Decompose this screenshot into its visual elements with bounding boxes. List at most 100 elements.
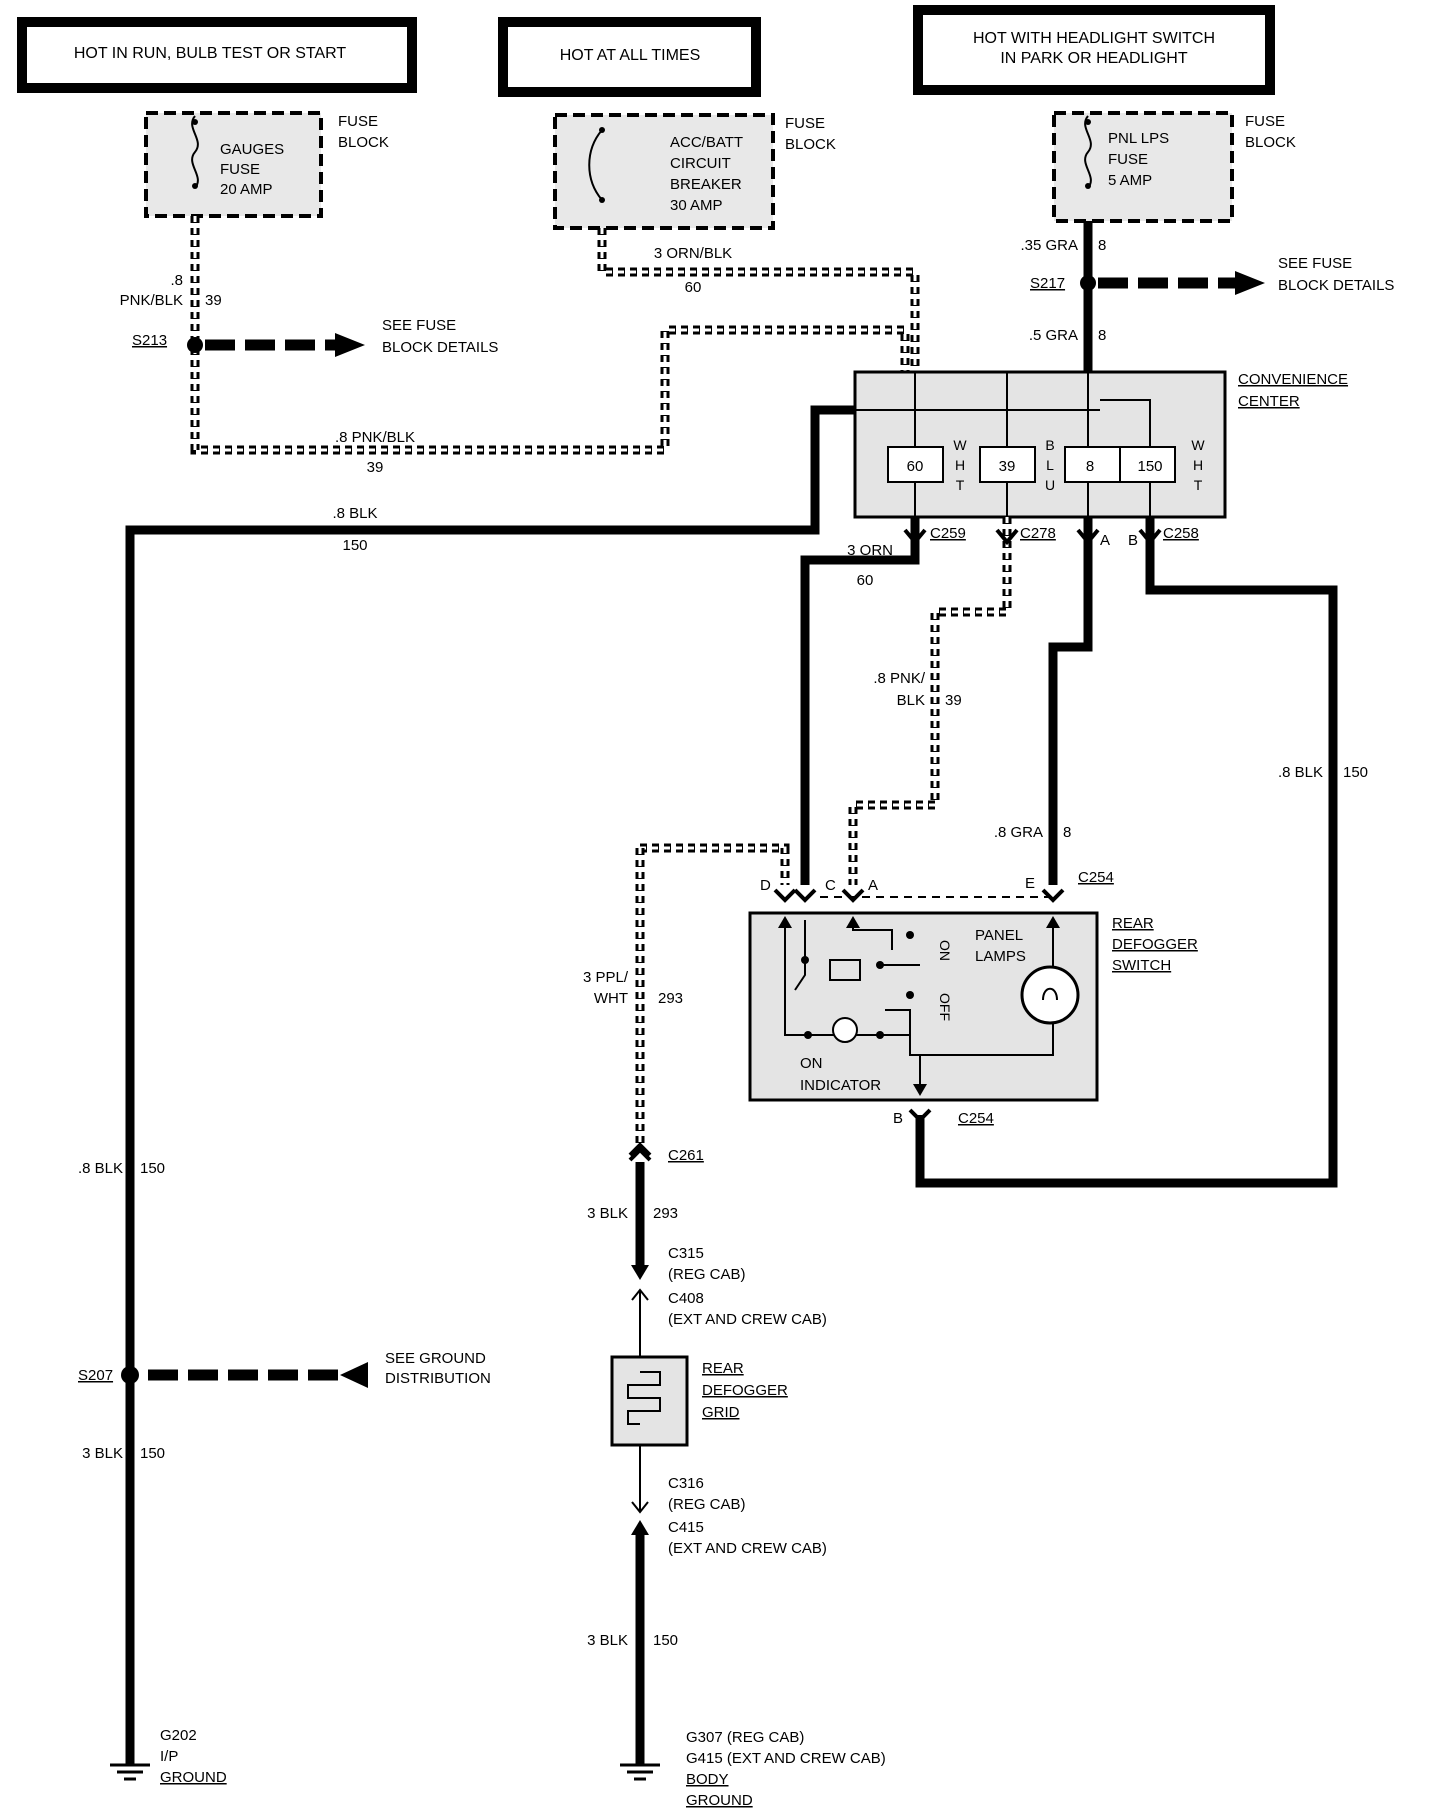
- w60-top-num: 60: [685, 279, 702, 296]
- w39-low-num: 39: [945, 692, 962, 709]
- header-headlight-line1: HOT WITH HEADLIGHT SWITCH: [973, 30, 1215, 47]
- w39-top-num: 39: [205, 292, 222, 309]
- arrow-down-icon: [631, 1501, 649, 1514]
- panel-lamps-1: PANEL: [975, 927, 1023, 944]
- w150-right: .8 BLK: [1278, 764, 1323, 781]
- header-box-run: [17, 17, 417, 93]
- switch-title-3: SWITCH: [1112, 957, 1171, 974]
- g202-ip: I/P: [160, 1748, 178, 1765]
- s213-label: S213: [132, 332, 167, 349]
- arrow-up-icon: [631, 1288, 649, 1301]
- switch-node-icon: [801, 956, 809, 964]
- header-box-all-times: [498, 17, 761, 97]
- convenience-title-2: CENTER: [1238, 393, 1300, 410]
- wire-150-blk-right: [915, 517, 1338, 1188]
- arrow-right-icon: [335, 333, 365, 357]
- cc-wht-1: W: [953, 437, 967, 453]
- c259-label: C259: [930, 525, 966, 542]
- cc-wht-3: T: [956, 477, 965, 493]
- c254-b-label: C254: [958, 1110, 994, 1127]
- switch-node-icon: [876, 961, 884, 969]
- cc-blu-3: U: [1045, 477, 1055, 493]
- s217-label: S217: [1030, 275, 1065, 292]
- c415-label: C415: [668, 1519, 704, 1536]
- w39-low-a: .8 PNK/: [873, 670, 926, 687]
- breaker-terminal-icon: [599, 127, 605, 133]
- pin-b: B: [893, 1110, 903, 1127]
- switch-on: ON: [937, 940, 953, 961]
- arrow-left-icon: [340, 1362, 368, 1388]
- c408-label: C408: [668, 1290, 704, 1307]
- g202-ground: GROUND: [160, 1769, 227, 1786]
- w150-left-num: 150: [140, 1160, 165, 1177]
- cc-internal-150: [1100, 399, 1151, 517]
- cc-wht2-3: T: [1194, 477, 1203, 493]
- splice-s207: [121, 1366, 139, 1384]
- arrow-right-icon: [1235, 271, 1265, 295]
- c316-label: C316: [668, 1475, 704, 1492]
- w293-blk-num: 293: [653, 1205, 678, 1222]
- w293-blk: 3 BLK: [587, 1205, 628, 1222]
- connector-chevron-icon: [903, 528, 1162, 546]
- w8-top-num: 8: [1098, 237, 1106, 254]
- wire-150-blk-left: [125, 405, 855, 1765]
- accbatt-line3: BREAKER: [670, 176, 742, 193]
- pin-d: D: [760, 877, 771, 894]
- cc-wht-2: H: [955, 457, 965, 473]
- g202-label: G202: [160, 1727, 197, 1744]
- arrow-up-icon: [846, 916, 860, 928]
- c258-pin-a: A: [1100, 532, 1110, 549]
- lamp-filament-icon: [1042, 987, 1058, 1001]
- breaker-symbol-icon: [588, 129, 603, 201]
- pin-c: C: [825, 877, 836, 894]
- wire-8-gra-low: [1048, 517, 1093, 885]
- grid-title-3: GRID: [702, 1404, 740, 1421]
- arrow-up-icon: [1046, 916, 1060, 928]
- wire-39-hatch: [193, 216, 907, 452]
- cc-wht2-1: W: [1191, 437, 1205, 453]
- s217-see-fuse-2: BLOCK DETAILS: [1278, 277, 1394, 294]
- cc-blu-1: B: [1045, 437, 1054, 453]
- wire-60-hatch: [600, 228, 917, 372]
- pnllps-line2: FUSE: [1108, 151, 1148, 168]
- rear-defogger-grid: [610, 1355, 689, 1447]
- accbatt-line1: ACC/BATT: [670, 134, 743, 151]
- w8-mid-num: 8: [1098, 327, 1106, 344]
- pnllps-line3: 5 AMP: [1108, 172, 1152, 189]
- on-indicator-2: INDICATOR: [800, 1077, 881, 1094]
- body-ground-label: GROUND: [686, 1792, 753, 1809]
- switch-node-icon: [906, 931, 914, 939]
- c316-sub: (REG CAB): [668, 1496, 746, 1513]
- switch-title-1: REAR: [1112, 915, 1154, 932]
- fuse-block-label-2a: FUSE: [785, 115, 825, 132]
- gauges-fuse-box: [144, 111, 323, 218]
- ground-g307-icon: [620, 1763, 660, 1781]
- accbatt-line2: CIRCUIT: [670, 155, 731, 172]
- g415-label: G415 (EXT AND CREW CAB): [686, 1750, 886, 1767]
- fuse-block-label-3a: FUSE: [1245, 113, 1285, 130]
- cc-8: 8: [1086, 458, 1094, 475]
- grid-title-2: DEFOGGER: [702, 1382, 788, 1399]
- fuse-terminal-icon: [192, 183, 198, 189]
- switch-node-icon: [804, 1031, 812, 1039]
- header-box-headlight: [913, 5, 1275, 95]
- header-all-times: HOT AT ALL TIMES: [560, 47, 701, 64]
- w8-low-num: 8: [1063, 824, 1071, 841]
- s207-see-ground-2: DISTRIBUTION: [385, 1370, 491, 1387]
- connector-chevron-icon: [773, 888, 1065, 903]
- cc-39: 39: [999, 458, 1016, 475]
- w150-right-num: 150: [1343, 764, 1368, 781]
- gauges-fuse-line2: FUSE: [220, 161, 260, 178]
- switch-node-icon: [876, 1031, 884, 1039]
- w293-num: 293: [658, 990, 683, 1007]
- cc-cell-39: [979, 446, 1036, 483]
- s217-see-fuse-1: SEE FUSE: [1278, 255, 1352, 272]
- w39-top-color: PNK/BLK: [120, 292, 183, 309]
- w39-mid: .8 PNK/BLK: [335, 429, 415, 446]
- breaker-terminal-icon: [599, 197, 605, 203]
- on-indicator-1: ON: [800, 1055, 823, 1072]
- fuse-terminal-icon: [192, 119, 198, 125]
- pnllps-line1: PNL LPS: [1108, 130, 1169, 147]
- c408-sub: (EXT AND CREW CAB): [668, 1311, 827, 1328]
- w150-grid-num: 150: [653, 1632, 678, 1649]
